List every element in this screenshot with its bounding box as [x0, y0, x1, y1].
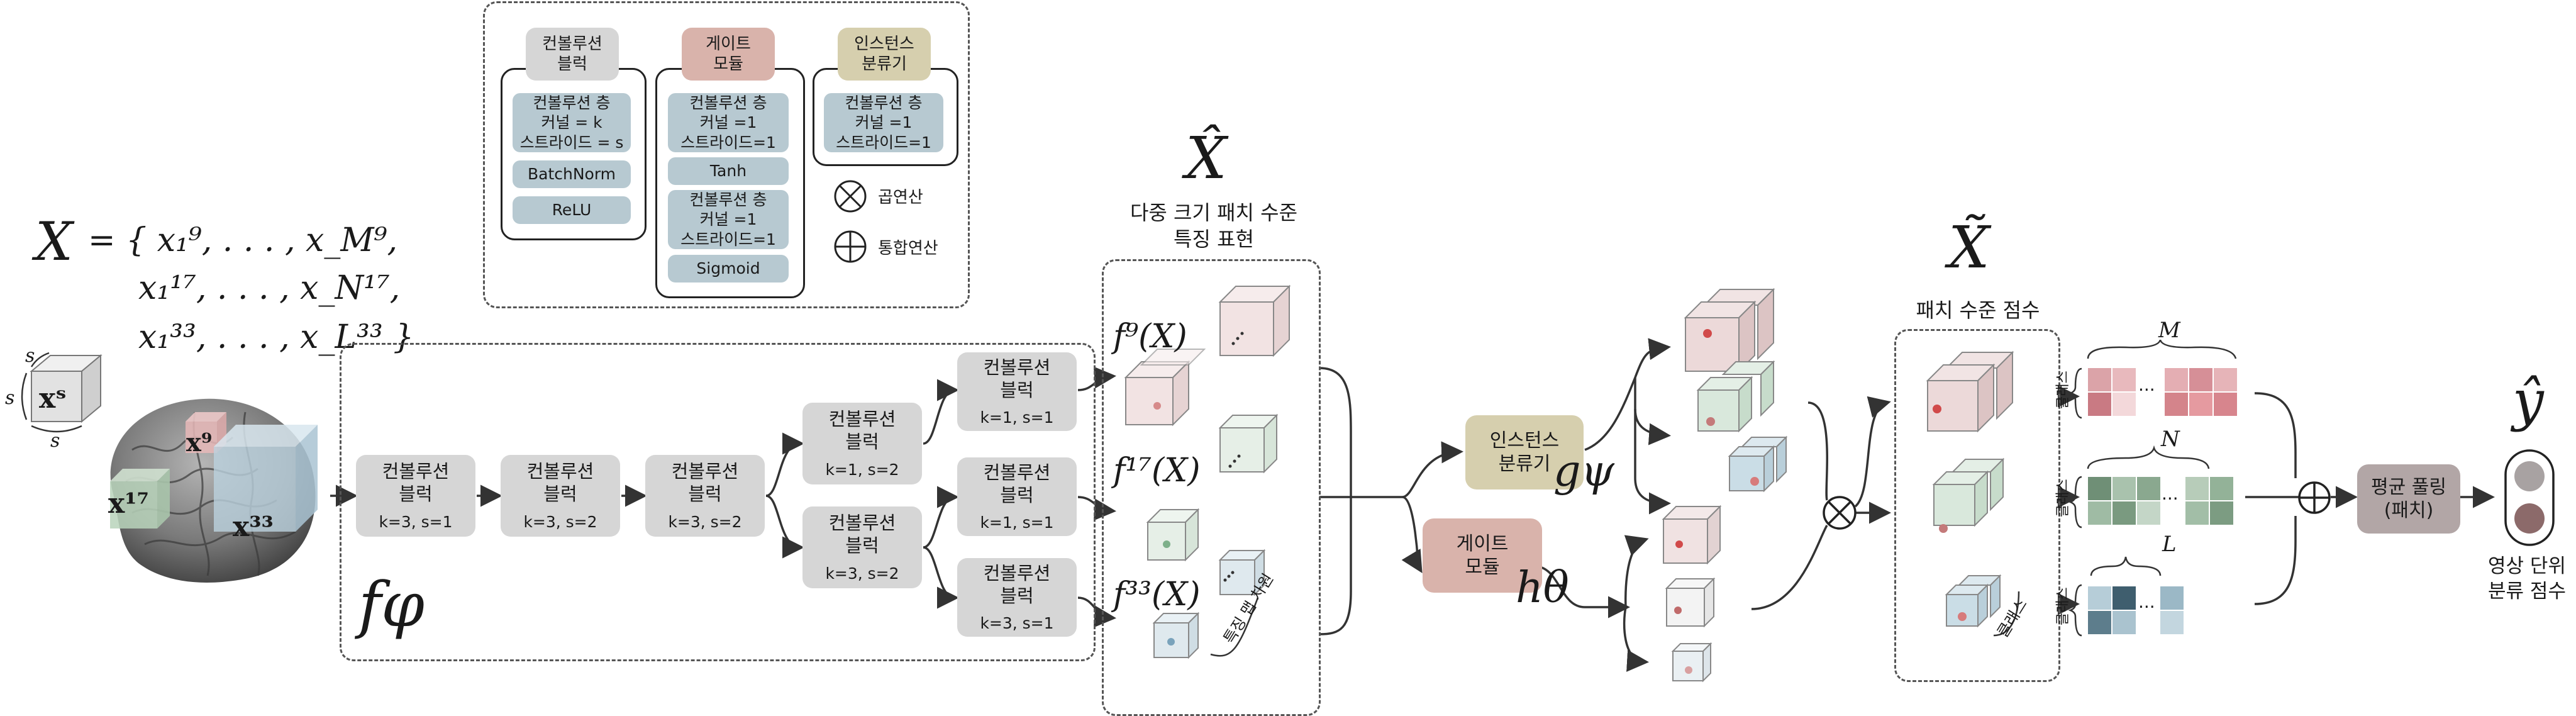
x17-label: x¹⁷: [108, 488, 149, 520]
conv-block-6: 컨볼루션 블럭 k=1, s=1: [957, 352, 1077, 431]
conv-block-8: 컨볼루션 블럭 k=3, s=1: [957, 558, 1077, 637]
heatmap-L-ellipsis: ...: [2138, 591, 2155, 612]
conv-block-4: 컨볼루션 블럭 k=1, s=2: [802, 403, 922, 484]
patch-s-top: s: [25, 345, 35, 367]
input-set-line2: x₁¹⁷, . . . , x_N¹⁷,: [138, 269, 401, 307]
conv-block-5-title: 컨볼루션 블럭: [828, 512, 896, 557]
conv-block-6-title: 컨볼루션 블럭: [983, 356, 1051, 401]
output-caption: 영상 단위 분류 점수: [2488, 555, 2566, 603]
patch-x-label: xˢ: [39, 383, 67, 415]
heatmap-N-label: N: [2161, 427, 2180, 452]
heatmap-M-label: M: [2158, 318, 2180, 343]
legend-conv-block-title: 컨볼루션 블럭: [526, 28, 619, 81]
legend-relu: ReLU: [513, 196, 631, 224]
conv-block-7-params: k=1, s=1: [980, 513, 1054, 532]
x-hat-symbol: X̂: [1185, 125, 1227, 192]
input-set-line3: x₁³³, . . . , x_L³³ }: [138, 318, 414, 356]
gate-output-cubes: [1662, 505, 1722, 683]
patch-s-left: s: [5, 387, 15, 409]
conv-block-2: 컨볼루션 블럭 k=3, s=2: [501, 455, 620, 537]
backbone-box: [340, 343, 1096, 661]
h-theta-label: hθ: [1516, 563, 1569, 613]
heatmap-L-label: L: [2162, 532, 2177, 557]
conv-block-4-params: k=1, s=2: [825, 460, 899, 479]
legend-box: [483, 1, 970, 308]
instance-classifier-node: 인스턴스 분류기: [1465, 415, 1584, 489]
legend-gate-title: 게이트 모듈: [682, 28, 775, 81]
f33-label: f³³(X): [1113, 576, 1201, 613]
legend-instance-conv: 컨볼루션 층 커널 =1 스트라이드=1: [824, 93, 943, 152]
conv-block-1: 컨볼루션 블럭 k=3, s=1: [356, 455, 475, 537]
conv-block-3-title: 컨볼루션 블럭: [671, 461, 739, 505]
heatmap-M-class-label: 클래스: [2055, 371, 2071, 409]
legend-conv-layer: 컨볼루션 층 커널 = k 스트라이드 = s: [513, 93, 631, 152]
conv-block-6-params: k=1, s=1: [980, 408, 1054, 427]
score-box: [1894, 329, 2060, 682]
heatmap-M-ellipsis: ...: [2138, 374, 2155, 395]
x-tilde-symbol: X̃: [1948, 214, 1990, 281]
patch-cube: [21, 352, 103, 433]
patch-s-bottom: s: [50, 430, 60, 452]
conv-block-8-params: k=3, s=1: [980, 614, 1054, 633]
f17-label: f¹⁷(X): [1113, 452, 1201, 489]
concat-operator-icon: [2298, 481, 2331, 514]
heatmap-N-class-label: 클래스: [2055, 479, 2071, 517]
heatmap-N-ellipsis: ...: [2162, 483, 2179, 504]
f-phi-label: fφ: [358, 569, 425, 641]
conv-block-2-title: 컨볼루션 블럭: [526, 461, 594, 505]
conv-block-7-title: 컨볼루션 블럭: [983, 461, 1051, 506]
input-set-line1: = { x₁⁹, . . . , x_M⁹,: [88, 221, 397, 259]
feature-caption: 다중 크기 패치 수준 특징 표현: [1130, 201, 1298, 251]
legend-gate-conv2: 컨볼루션 층 커널 =1 스트라이드=1: [668, 190, 789, 249]
instance-output-cubes: [1684, 288, 1788, 493]
class-heatmaps: [2068, 340, 2237, 637]
multiply-icon: [834, 180, 867, 213]
brain-image: [110, 398, 318, 583]
conv-block-2-params: k=3, s=2: [523, 512, 597, 531]
conv-block-4-title: 컨볼루션 블럭: [828, 408, 896, 453]
score-caption: 패치 수준 점수: [1916, 298, 2040, 322]
output-score-indicator: [2504, 449, 2555, 546]
feature-cubes: [1124, 284, 1291, 659]
input-X-symbol: X: [35, 211, 73, 272]
conv-block-3-params: k=3, s=2: [668, 512, 742, 531]
legend-gate-conv1: 컨볼루션 층 커널 =1 스트라이드=1: [668, 93, 789, 152]
conv-block-5: 컨볼루션 블럭 k=3, s=2: [802, 506, 922, 588]
conv-block-8-title: 컨볼루션 블럭: [983, 562, 1051, 607]
conv-block-7: 컨볼루션 블럭 k=1, s=1: [957, 457, 1077, 536]
conv-block-5-params: k=3, s=2: [825, 564, 899, 583]
avg-pooling-node: 평균 풀링 (패치): [2357, 464, 2460, 534]
conv-block-1-params: k=3, s=1: [379, 512, 453, 531]
score-cubes: [1926, 350, 2020, 637]
legend-batchnorm: BatchNorm: [513, 160, 631, 188]
concat-icon: [834, 230, 867, 263]
feature-box: [1102, 259, 1321, 716]
f9-label: f⁹(X): [1113, 318, 1187, 355]
heatmap-L-class-label: 클래스: [2055, 587, 2071, 625]
concat-label: 통합연산: [878, 239, 938, 258]
multiply-label: 곱연산: [878, 188, 923, 207]
x9-label: x⁹: [186, 428, 213, 457]
legend-instance-title: 인스턴스 분류기: [838, 28, 931, 81]
y-hat-symbol: ŷ: [2512, 368, 2544, 433]
conv-block-3: 컨볼루션 블럭 k=3, s=2: [645, 455, 765, 537]
legend-operator-icons: [834, 180, 867, 263]
legend-tanh: Tanh: [668, 157, 789, 185]
conv-block-1-title: 컨볼루션 블럭: [382, 461, 450, 505]
multiply-operator-icon: [1823, 496, 1857, 530]
gate-module-node: 게이트 모듈: [1423, 518, 1542, 593]
g-psi-label: gψ: [1553, 447, 1614, 496]
legend-sigmoid: Sigmoid: [668, 255, 789, 282]
x33-label: x³³: [233, 511, 274, 543]
